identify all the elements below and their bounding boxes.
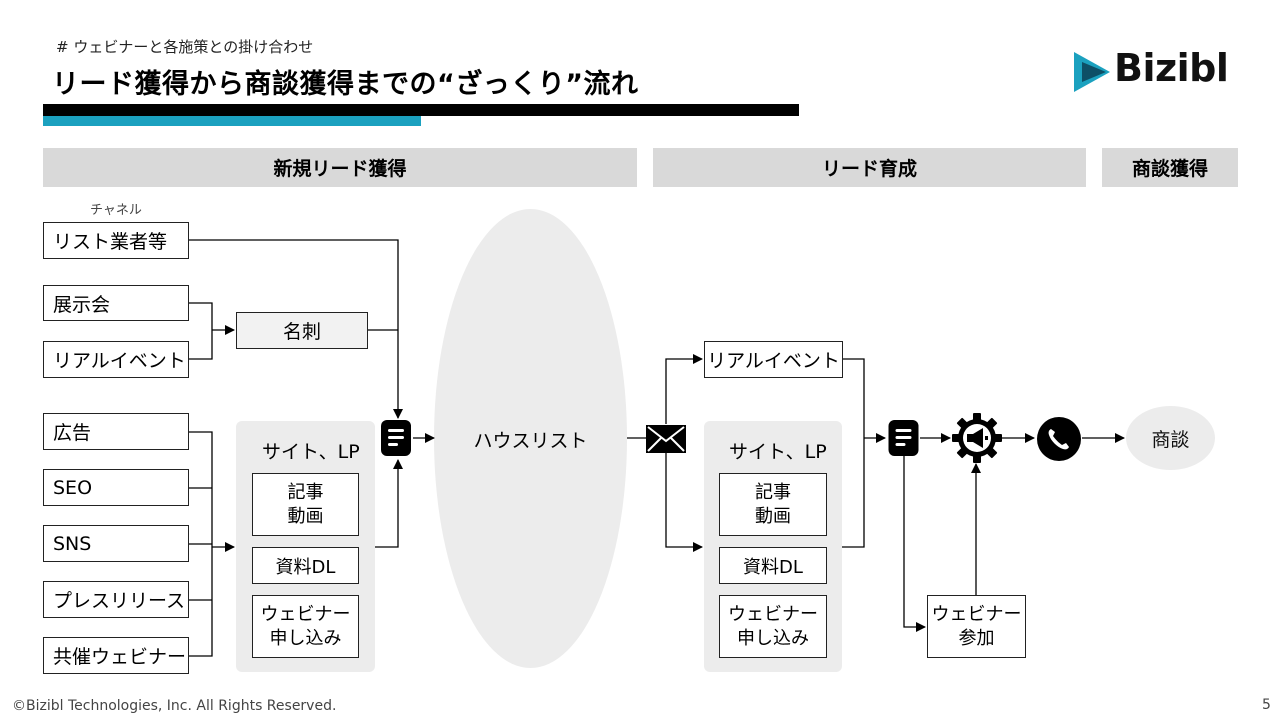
article-label: 記事 [287,481,324,503]
article-video-box-left: 記事 動画 [252,473,359,536]
deal-label: 商談 [1151,428,1190,451]
title-accent-bar [43,116,421,126]
webinar-signup-box-left: ウェビナー 申し込み [252,595,359,658]
site-lp-title-left: サイト、LP [262,441,360,463]
form-icon [888,420,919,456]
video-label: 動画 [755,505,791,527]
copyright-footer: ©Bizibl Technologies, Inc. All Rights Re… [12,698,337,714]
section-tag: # ウェビナーと各施策との掛け合わせ [56,38,314,56]
channel-label: チャネル [90,203,142,218]
channel-seo: SEO [43,469,189,506]
attend-label: 参加 [958,627,995,649]
channel-real-event: リアルイベント [43,341,189,378]
channel-press-release: プレスリリース [43,581,189,618]
article-label: 記事 [755,481,791,503]
channel-exhibition: 展示会 [43,285,189,321]
channel-ad: 広告 [43,413,189,450]
title-underline [43,104,799,116]
brand-logo: Bizibl [1072,44,1242,100]
phase-new-leads: 新規リード獲得 [43,148,637,187]
nurture-real-event-box: リアルイベント [704,341,843,378]
channel-list-vendor: リスト業者等 [43,222,189,259]
webinar-label: ウェビナー [260,603,351,625]
house-list-ellipse [434,209,627,668]
phase-nurturing: リード育成 [653,148,1086,187]
signup-label: 申し込み [269,627,342,649]
channel-sns: SNS [43,525,189,562]
phase-deal: 商談獲得 [1102,148,1238,187]
webinar-label: ウェビナー [931,603,1022,625]
download-box-right: 資料DL [719,547,827,584]
mail-icon [646,425,686,453]
webinar-attend-box: ウェビナー 参加 [927,595,1026,658]
signup-label: 申し込み [737,627,809,649]
article-video-box-right: 記事 動画 [719,473,827,536]
bizibl-logo-icon [1074,52,1110,92]
megaphone-gear-icon [952,413,1002,463]
page-number: 5 [1262,697,1271,713]
video-label: 動画 [287,505,324,527]
page-title: リード獲得から商談獲得までの“ざっくり”流れ [52,69,639,100]
business-card-box: 名刺 [236,312,368,349]
webinar-signup-box-right: ウェビナー 申し込み [719,595,827,658]
logo-wordmark: Bizibl [1114,46,1229,90]
form-icon [381,420,411,456]
house-list-label: ハウスリスト [473,430,588,452]
phone-icon [1037,417,1081,461]
site-lp-title-right: サイト、LP [729,441,827,463]
webinar-label: ウェビナー [728,603,818,625]
channel-co-webinar: 共催ウェビナー [43,637,189,674]
deal-ellipse: 商談 [1126,406,1215,470]
download-box-left: 資料DL [252,547,359,584]
